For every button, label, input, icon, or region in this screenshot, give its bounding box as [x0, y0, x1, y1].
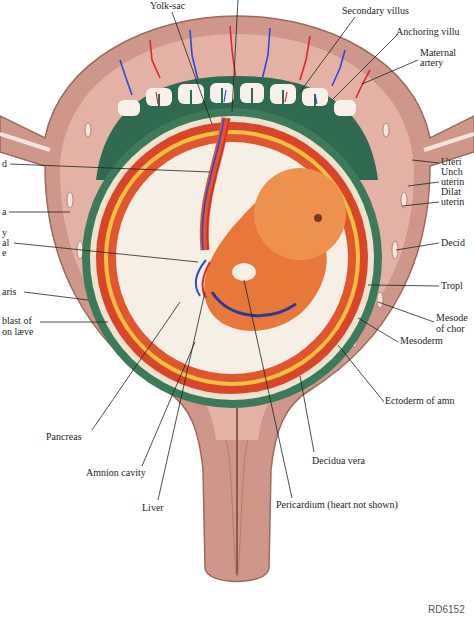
part-label: RD6152 — [428, 605, 465, 615]
part-label: al — [2, 238, 9, 248]
part-label: e — [2, 248, 6, 258]
part-label: Dilat — [441, 187, 461, 197]
part-label: on læve — [2, 327, 33, 337]
part-label: Anchoring villu — [396, 27, 460, 37]
part-label: d — [2, 159, 7, 169]
part-label: Uteri — [441, 157, 462, 167]
part-label: Pancreas — [46, 432, 82, 442]
part-label: Maternal artery — [420, 48, 466, 68]
part-label: Amnion cavity — [86, 468, 146, 478]
part-label: blast of — [2, 316, 32, 326]
part-label: Ectoderm of amn — [385, 396, 454, 406]
part-label: Secondary villus — [342, 6, 409, 16]
part-label: Pericardium (heart not shown) — [276, 500, 398, 510]
part-label: Tropl — [441, 281, 463, 291]
part-label: Mesode — [436, 313, 468, 323]
part-label: of chor — [436, 324, 465, 334]
part-label: Decidua vera — [312, 456, 365, 466]
part-label: Unch — [441, 167, 463, 177]
part-label: Yolk-sac — [150, 1, 185, 11]
part-label: Decid — [441, 238, 465, 248]
part-label: a — [2, 207, 6, 217]
part-label: y — [2, 228, 7, 238]
part-label: Liver — [142, 503, 164, 513]
part-label: uterin — [441, 177, 464, 187]
part-label: uterin — [441, 197, 464, 207]
part-label: Mesoderm — [400, 336, 443, 346]
part-label: aris — [2, 287, 16, 297]
